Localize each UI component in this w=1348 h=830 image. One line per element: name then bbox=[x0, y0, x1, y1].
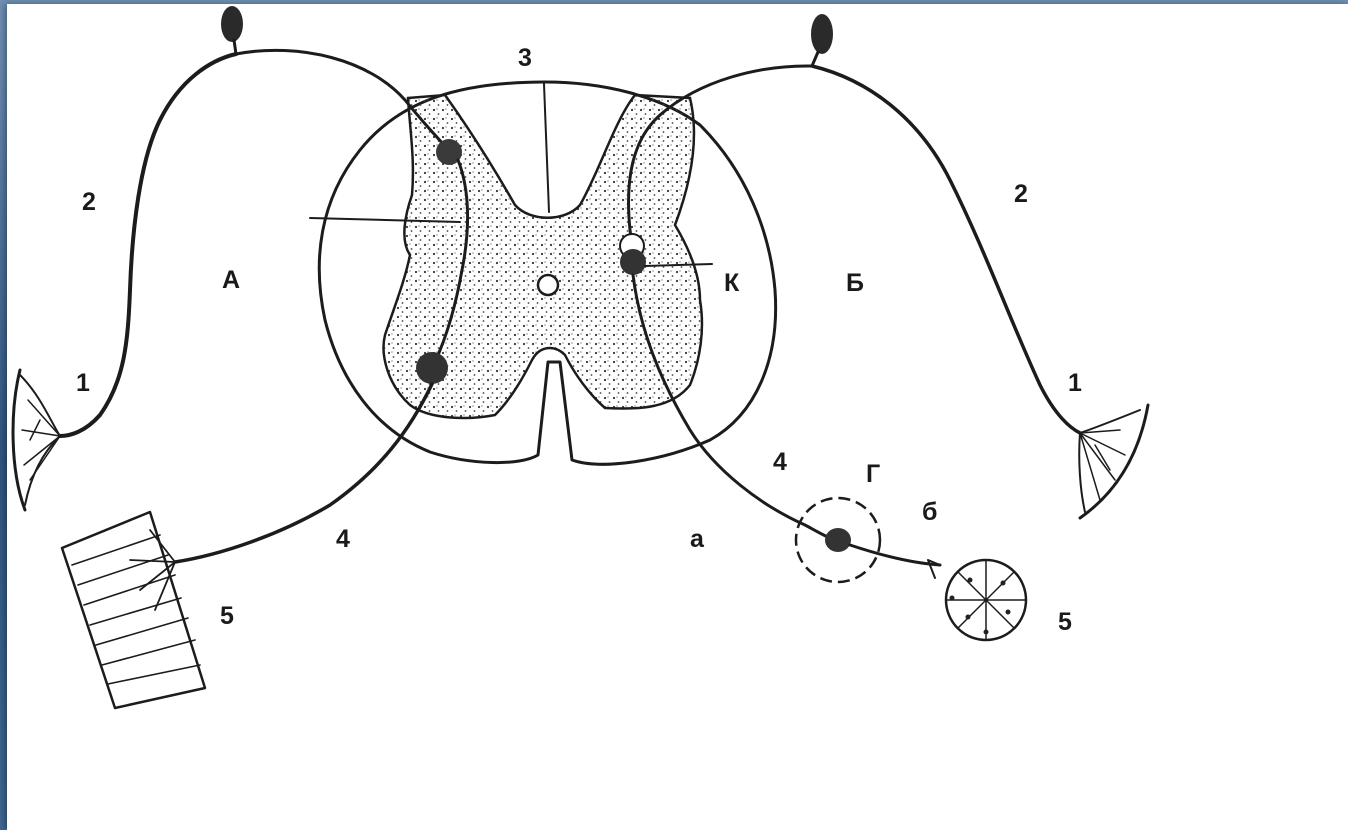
left-muscle-effector bbox=[62, 512, 205, 708]
label-right-receptor: 1 bbox=[1068, 369, 1082, 397]
label-top-fissure: 3 bbox=[518, 44, 532, 72]
label-neuron-k: К bbox=[724, 269, 740, 297]
label-left-arc: А bbox=[222, 266, 240, 294]
left-receptor bbox=[13, 370, 60, 510]
right-receptor bbox=[1079, 405, 1148, 518]
label-postganglionic: б bbox=[922, 498, 937, 526]
median-sulcus-line bbox=[544, 84, 549, 212]
label-right-arc: Б bbox=[846, 269, 864, 297]
right-ganglion-cell bbox=[811, 14, 833, 54]
right-afferent-fiber bbox=[812, 66, 1080, 433]
right-neuron-k bbox=[620, 249, 646, 275]
ganglion-neuron bbox=[825, 528, 851, 552]
label-preganglionic: а bbox=[690, 525, 705, 553]
label-left-efferent: 4 bbox=[336, 525, 350, 553]
label-right-efferent: 4 bbox=[773, 448, 787, 476]
label-left-effector: 5 bbox=[220, 602, 234, 630]
label-right-afferent: 2 bbox=[1014, 180, 1028, 208]
right-postganglionic-fiber bbox=[850, 545, 940, 565]
label-right-effector: 5 bbox=[1058, 608, 1072, 636]
label-ganglion: Г bbox=[866, 460, 880, 488]
left-motor-neuron bbox=[416, 352, 448, 384]
left-ganglion-cell bbox=[221, 6, 243, 42]
central-canal bbox=[538, 275, 558, 295]
right-gland-effector bbox=[928, 560, 1026, 640]
label-left-afferent: 2 bbox=[82, 188, 96, 216]
left-efferent-fiber bbox=[175, 384, 432, 562]
label-left-receptor: 1 bbox=[76, 369, 90, 397]
